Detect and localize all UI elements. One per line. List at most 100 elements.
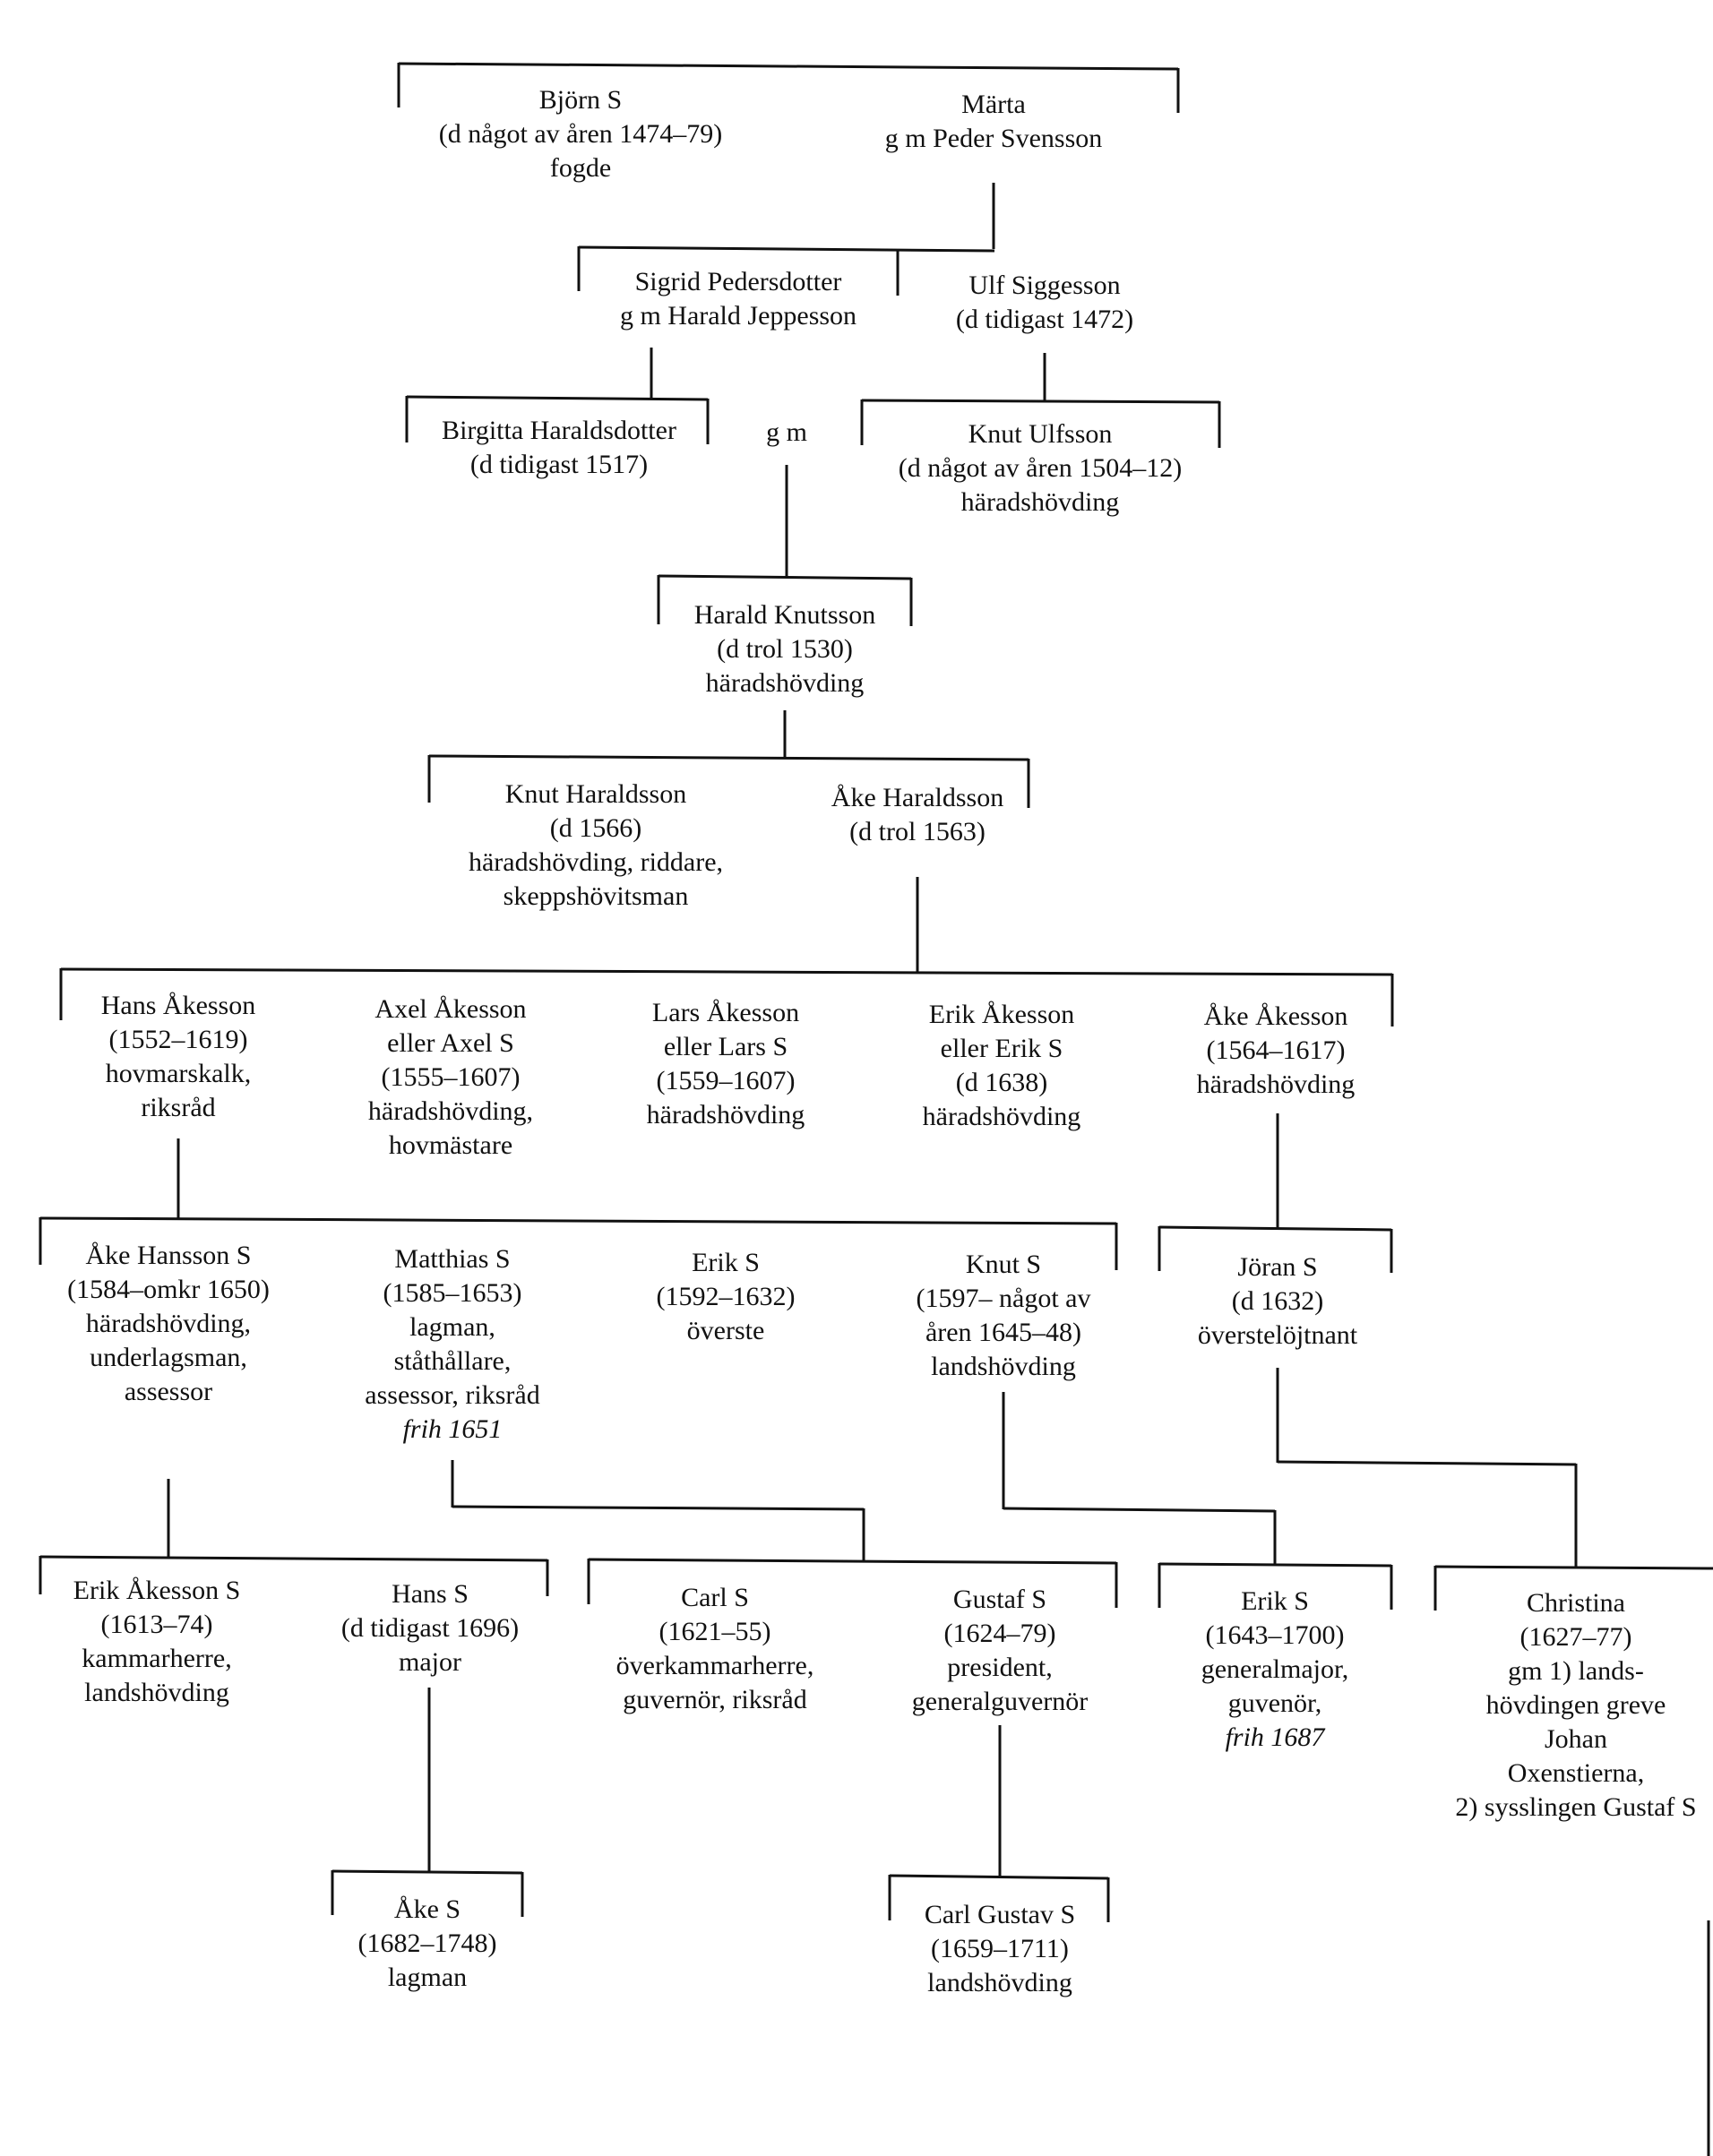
person-name: Åke Hansson S — [85, 1241, 252, 1270]
person-matthias: Matthias S(1585–1653)lagman,ståthållare,… — [365, 1242, 539, 1447]
connector — [398, 62, 1179, 71]
person-name: Åke Haraldsson — [831, 783, 1004, 812]
person-gustaf-s: Gustaf S(1624–79)president,generalguvern… — [912, 1583, 1089, 1719]
person-erik-s-1643: Erik S(1643–1700)generalmajor,guvenör,fr… — [1201, 1585, 1349, 1755]
person-detail: (d tidigast 1517) — [469, 450, 649, 479]
person-detail: (1682–1748) — [357, 1928, 497, 1958]
person-detail: landshövding — [927, 1968, 1072, 1997]
person-ulf: Ulf Siggesson(d tidigast 1472) — [956, 269, 1133, 337]
person-detail: (d något av åren 1474–79) — [438, 119, 723, 149]
person-detail: (1597– något av — [916, 1284, 1091, 1313]
person-carl-gustav-s: Carl Gustav S (1659–1711) landshövding — [925, 1898, 1075, 2000]
person-name: Hans S — [392, 1579, 469, 1609]
person-carl-s: Carl S(1621–55)överkammarherre,guvernör,… — [616, 1581, 814, 1717]
person-detail: (1585–1653) — [383, 1278, 522, 1308]
person-bjorn: Björn S(d något av åren 1474–79)fogde — [439, 83, 723, 185]
connector — [658, 574, 912, 580]
person-detail: överkammarherre, — [615, 1651, 814, 1680]
connector — [331, 1869, 523, 1875]
person-detail: häradshövding — [960, 487, 1120, 517]
person-detail: häradshövding — [705, 668, 865, 698]
person-detail: (1559–1607) — [656, 1066, 796, 1095]
person-name: Knut Haraldsson — [504, 779, 687, 809]
person-ake-s: Åke S (1682–1748) lagman — [358, 1893, 497, 1995]
person-detail: assessor, riksråd — [365, 1380, 540, 1410]
person-erik-akesson: Erik Åkesson eller Erik S (d 1638) häradshö… — [923, 998, 1081, 1134]
person-name: Matthias S — [394, 1244, 511, 1274]
person-erik-akesson-s: Erik Åkesson S(1613–74)kammarherre,lands… — [73, 1574, 241, 1710]
person-harald-knutsson: Harald Knutsson(d trol 1530)häradshövdin… — [694, 598, 875, 700]
person-detail: generalmajor, — [1201, 1654, 1349, 1684]
person-name: Märta — [961, 90, 1026, 119]
connector — [861, 399, 1220, 404]
person-detail: häradshövding, riddare, — [468, 847, 724, 877]
person-name: Erik S — [1241, 1586, 1309, 1616]
person-name: Carl Gustav S — [924, 1900, 1076, 1929]
connector — [1158, 1225, 1392, 1232]
person-name: Christina — [1526, 1588, 1625, 1618]
person-detail: häradshövding, — [85, 1309, 252, 1338]
person-name: Birgitta Haraldsdotter — [442, 416, 676, 445]
person-knut-ulfsson: Knut Ulfsson(d något av åren 1504–12)här… — [899, 417, 1183, 520]
person-detail: guvenör, — [1227, 1688, 1322, 1718]
person-detail: (1584–omkr 1650) — [67, 1275, 270, 1304]
person-detail: underlagsman, — [90, 1343, 247, 1372]
person-detail: Johan — [1544, 1724, 1607, 1754]
person-name: Jöran S — [1237, 1252, 1318, 1282]
person-detail: guvernör, riksråd — [623, 1685, 807, 1714]
person-detail: eller Erik S — [940, 1034, 1063, 1063]
person-detail: (d trol 1530) — [717, 634, 853, 664]
person-name: Axel Åkesson — [374, 994, 527, 1024]
connector — [578, 245, 995, 253]
person-detail: generalguvernör — [911, 1687, 1089, 1716]
person-detail: häradshövding, — [367, 1096, 534, 1126]
person-detail: (d trol 1563) — [849, 817, 986, 846]
person-name: Knut Ulfsson — [968, 419, 1113, 449]
person-name: Björn S — [538, 85, 623, 115]
person-detail: (1613–74) — [100, 1610, 213, 1639]
connector — [406, 395, 709, 401]
person-marta: Märta g m Peder Svensson — [885, 88, 1103, 156]
person-detail: (1592–1632) — [656, 1282, 796, 1311]
person-name: Åke S — [393, 1894, 461, 1924]
person-detail: (1555–1607) — [381, 1062, 521, 1092]
person-detail: 2) sysslingen Gustaf S — [1455, 1792, 1697, 1822]
person-detail: landshövding — [84, 1678, 229, 1707]
connector — [889, 1874, 1109, 1880]
person-detail: (d 1638) — [955, 1068, 1048, 1097]
person-detail: hovmarskalk, — [105, 1059, 252, 1088]
person-name: Carl S — [681, 1583, 749, 1612]
person-detail: hövdingen greve — [1485, 1690, 1666, 1720]
person-name: Erik Åkesson — [928, 1000, 1075, 1029]
person-detail: (d 1566) — [549, 813, 642, 843]
person-detail: gm 1) lands- — [1508, 1656, 1644, 1686]
person-detail: landshövding — [931, 1352, 1076, 1381]
person-name: Åke Åkesson — [1203, 1001, 1348, 1031]
connector — [1277, 1460, 1577, 1466]
person-detail: (1659–1711) — [931, 1934, 1069, 1963]
person-detail: (1643–1700) — [1205, 1620, 1345, 1650]
person-detail: (d tidigast 1696) — [340, 1613, 520, 1643]
person-erik-s-1592: Erik S(1592–1632)överste — [657, 1246, 796, 1348]
person-christina: Christina(1627–77)gm 1) lands-hövdingen … — [1455, 1586, 1696, 1825]
person-detail: häradshövding — [922, 1102, 1081, 1131]
connector — [60, 967, 1393, 976]
person-name: Erik Åkesson S — [73, 1576, 241, 1605]
person-detail: (d tidigast 1472) — [955, 305, 1134, 334]
person-detail: häradshövding — [646, 1100, 805, 1130]
person-birgitta: Birgitta Haraldsdotter (d tidigast 1517) — [442, 414, 676, 482]
person-detail: riksråd — [141, 1093, 216, 1122]
connector — [39, 1555, 548, 1562]
person-detail: g m Peder Svensson — [884, 124, 1103, 153]
person-name: Erik S — [692, 1248, 760, 1277]
person-detail: Oxenstierna, — [1507, 1758, 1645, 1788]
connector — [1158, 1562, 1392, 1568]
person-detail: eller Lars S — [663, 1032, 788, 1061]
person-detail: lagman — [387, 1963, 468, 1992]
person-detail: major — [399, 1647, 461, 1677]
person-ake-akesson: Åke Åkesson(1564–1617)häradshövding — [1197, 1000, 1356, 1102]
